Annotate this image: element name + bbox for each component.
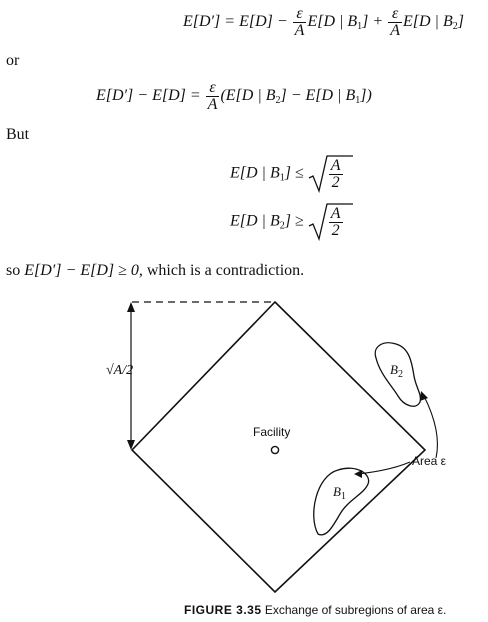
figure-caption-text: Exchange of subregions of area ε. — [264, 603, 447, 617]
facility-point-icon — [270, 445, 280, 455]
ineq2-fraction: A 2 — [328, 205, 343, 239]
eq2-frac-den: A — [205, 96, 220, 113]
arrowhead-up-icon — [127, 302, 135, 312]
b1-subscript: 1 — [340, 491, 346, 502]
subregion-b1-shape — [313, 467, 370, 536]
prose-conclusion: so E[D′] − E[D] ≥ 0, which is a contradi… — [6, 262, 304, 280]
conclusion-post: which is a contradiction. — [146, 262, 305, 279]
radical-sign-icon — [308, 155, 353, 194]
arrowhead-b1-icon — [354, 470, 362, 478]
equation-1: E[D′] = E[D] − ε A E[D | B1] + ε A E[D |… — [183, 6, 464, 39]
eq1-fraction: ε A — [292, 5, 307, 39]
eq2-sub-b: 1 — [355, 95, 361, 107]
subregion-b2-shape — [374, 342, 422, 407]
eq2-rhs-a: (E[D | B — [220, 87, 276, 105]
b2-subscript: 2 — [397, 369, 403, 380]
eq1-frac2-num: ε — [391, 5, 399, 22]
eq1-lhs: E[D′] = E[D] − — [183, 13, 288, 31]
figure-number: FIGURE 3.35 — [184, 603, 262, 617]
eq1-end: ] — [457, 13, 464, 31]
arrow-to-b1 — [357, 461, 411, 475]
ineq2-frac-num: A — [330, 205, 341, 222]
conclusion-math: E[D′] − E[D] ≥ 0, — [24, 262, 143, 279]
b1-label: B1 — [333, 484, 346, 502]
ineq2-sqrt: A 2 — [308, 202, 354, 242]
arrowhead-b2-icon — [420, 391, 428, 401]
figure-diagram — [127, 300, 439, 594]
eq1-frac-den: A — [292, 22, 307, 39]
eq2-fraction: ε A — [205, 79, 220, 113]
prose-or: or — [6, 52, 20, 69]
eq1-fraction-2: ε A — [388, 6, 402, 39]
arrowhead-down-icon — [127, 440, 135, 450]
eq1-frac-num: ε — [296, 5, 303, 22]
equation-2: E[D′] − E[D] = ε A (E[D | B2] − E[D | B1… — [96, 80, 372, 113]
ineq1-sub: 1 — [279, 172, 285, 184]
ineq1-fraction: A 2 — [328, 157, 343, 191]
b2-letter: B — [390, 362, 398, 377]
eq1-term1: E[D | B — [307, 13, 358, 31]
radical-sign-icon — [308, 203, 353, 242]
eq2-frac-num: ε — [209, 79, 216, 96]
ineq1-frac-num: A — [330, 157, 341, 174]
eq1-term2: E[D | B — [402, 13, 453, 31]
area-label: Area ε — [412, 454, 447, 468]
ineq2-rel: ] ≥ — [284, 212, 304, 230]
ineq2-sub: 2 — [279, 220, 285, 232]
eq1-sub1: 1 — [357, 21, 363, 33]
ineq2-lhs: E[D | B — [230, 212, 280, 230]
eq2-rhs-c: ]) — [360, 87, 372, 105]
b1-letter: B — [333, 484, 341, 499]
ineq1-sqrt: A 2 — [308, 154, 354, 194]
eq1-sub2: 2 — [452, 21, 458, 33]
eq2-lhs: E[D′] − E[D] = — [96, 87, 201, 105]
eq1-mid: ] + — [362, 13, 384, 31]
ineq1-lhs: E[D | B — [230, 164, 280, 182]
figure-caption: FIGURE 3.35 Exchange of subregions of ar… — [184, 603, 446, 617]
prose-but: But — [6, 126, 30, 143]
facility-label: Facility — [253, 425, 291, 439]
eq1-frac2-den: A — [388, 22, 402, 39]
conclusion-pre: so — [6, 262, 21, 279]
diamond-region — [130, 300, 427, 594]
eq2-sub-a: 2 — [275, 95, 281, 107]
ineq2-frac-den: 2 — [328, 222, 343, 239]
side-length-label: √A/2 — [106, 363, 134, 378]
ineq1-frac-den: 2 — [328, 174, 343, 191]
b2-label: B2 — [390, 362, 403, 380]
arrow-to-b2 — [423, 395, 439, 459]
eq2-rhs-b: ] − E[D | B — [280, 87, 356, 105]
ineq1-rel: ] ≤ — [284, 164, 304, 182]
inequality-2: E[D | B2] ≥ A 2 — [230, 202, 354, 242]
inequality-1: E[D | B1] ≤ A 2 — [230, 154, 354, 194]
